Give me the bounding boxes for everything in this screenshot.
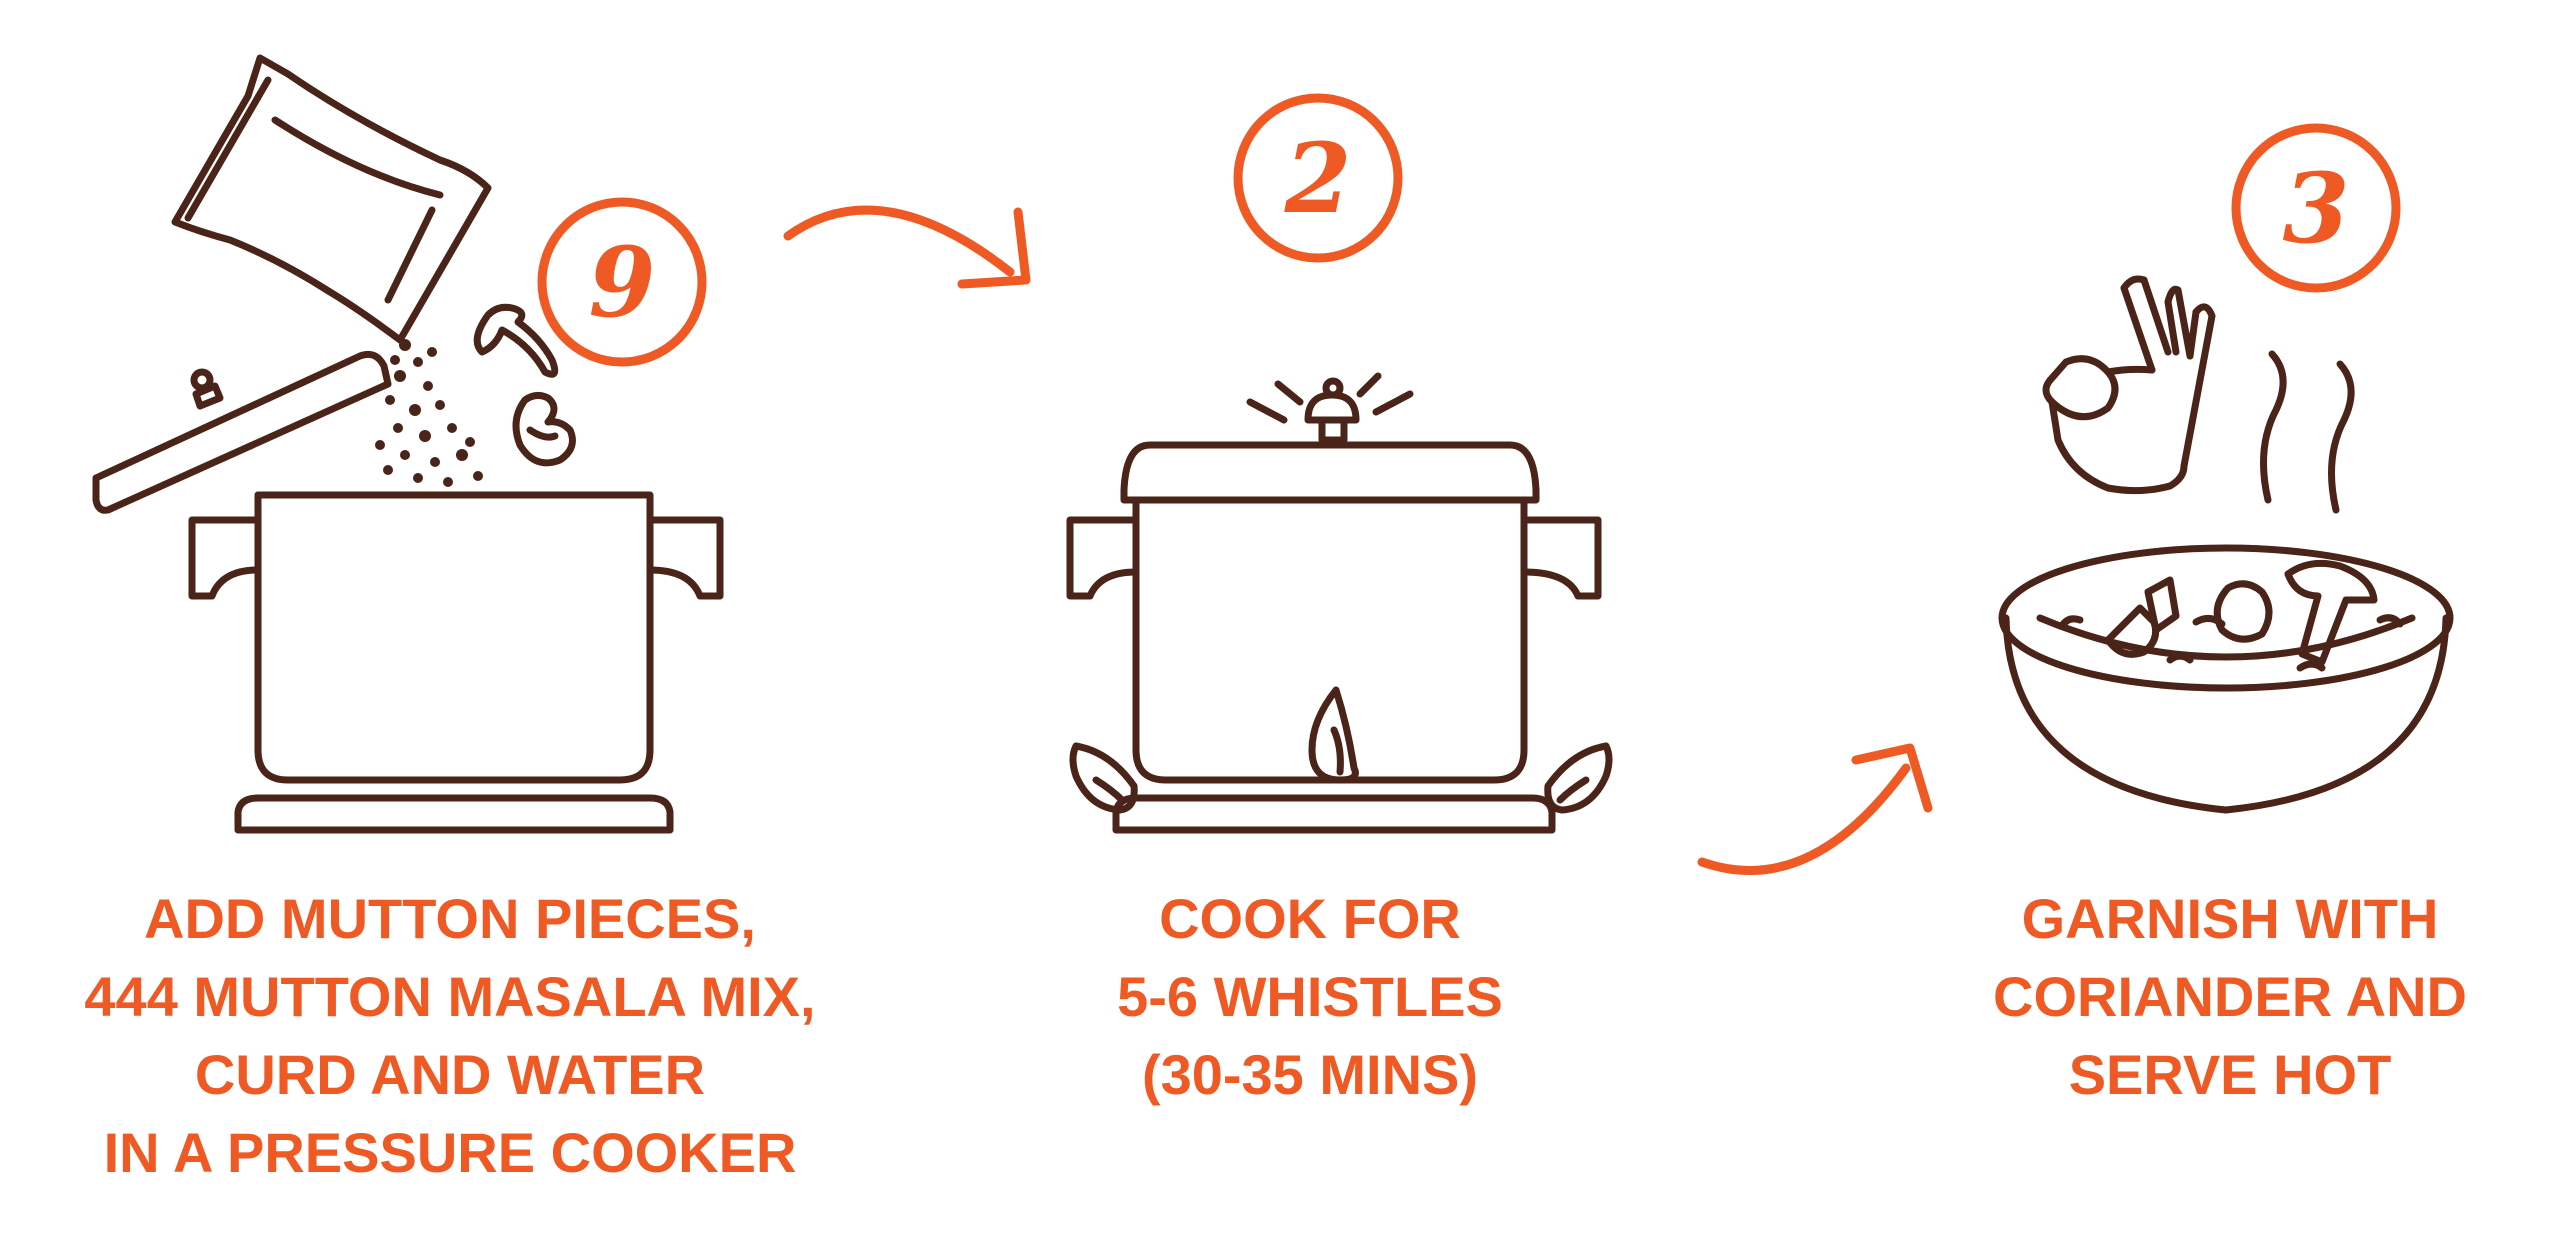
- garnish-icon: [2058, 559, 2404, 672]
- step-3-line-2: CORIANDER AND: [1993, 965, 2467, 1028]
- steam-icon: [2260, 350, 2355, 514]
- whistle-icon: [1246, 372, 1414, 444]
- step-1-line-4: IN A PRESSURE COOKER: [103, 1121, 797, 1184]
- flame-icon: [1308, 686, 1359, 784]
- step-3-caption: GARNISH WITH CORIANDER AND SERVE HOT: [1900, 880, 2560, 1114]
- masala-dots: [375, 339, 483, 487]
- ok-hand-icon: [2042, 275, 2216, 495]
- step-3-illustration: [1998, 275, 2454, 814]
- step-1-illustration: [92, 54, 724, 834]
- pressure-cooker-icon: [188, 491, 724, 834]
- step-2-caption: COOK FOR 5-6 WHISTLES (30-35 MINS): [1000, 880, 1620, 1114]
- step-3-number: 3: [2283, 152, 2350, 265]
- step-3-badge: 3: [2231, 123, 2401, 293]
- step-1-line-2: 444 MUTTON MASALA MIX,: [84, 965, 816, 1028]
- bowl-icon: [1998, 544, 2454, 814]
- cooker-lid-icon: [92, 350, 392, 514]
- step-1-caption: ADD MUTTON PIECES, 444 MUTTON MASALA MIX…: [40, 880, 860, 1192]
- arrow-icon: [783, 205, 1031, 289]
- step-3-line-3: SERVE HOT: [2068, 1043, 2392, 1106]
- step-2-line-2: 5-6 WHISTLES: [1117, 965, 1503, 1028]
- step-1-badge: 9: [537, 197, 707, 367]
- step-3-line-1: GARNISH WITH: [2021, 887, 2439, 950]
- arrow-icon: [1697, 743, 1933, 875]
- step-2-number: 2: [1284, 122, 1352, 235]
- pouring-bag-icon: [171, 54, 492, 344]
- step-1-number: 9: [589, 226, 656, 339]
- leaf-right-icon: [1544, 742, 1613, 814]
- step-2-line-1: COOK FOR: [1159, 887, 1461, 950]
- step-1-line-1: ADD MUTTON PIECES,: [144, 887, 756, 950]
- step-2-badge: 2: [1233, 93, 1403, 263]
- mushroom-icon: [473, 303, 576, 467]
- step-1-line-3: CURD AND WATER: [194, 1043, 706, 1106]
- step-2-line-3: (30-35 MINS): [1141, 1043, 1479, 1106]
- step-2-illustration: [1066, 372, 1613, 834]
